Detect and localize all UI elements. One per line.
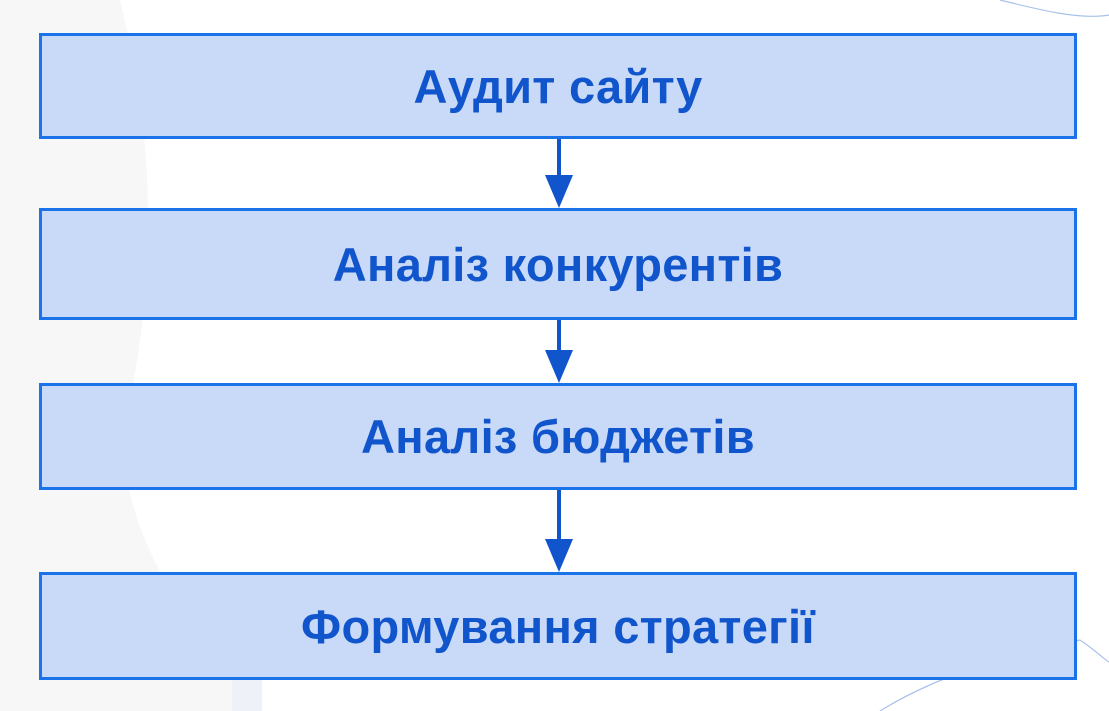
flow-step-label: Аналіз бюджетів [361,410,755,463]
flow-step-budget-analysis: Аналіз бюджетів [39,383,1077,490]
down-arrow-icon [541,490,577,572]
down-arrow-icon [541,139,577,208]
flow-step-label: Аналіз конкурентів [332,237,784,291]
flow-step-site-audit: Аудит сайту [39,33,1077,139]
flow-step-label: Аудит сайту [413,59,703,113]
flow-step-strategy-formation: Формування стратегії [39,572,1077,680]
flow-step-label: Формування стратегії [301,599,815,653]
down-arrow-icon [541,320,577,383]
flow-step-competitor-analysis: Аналіз конкурентів [39,208,1077,320]
